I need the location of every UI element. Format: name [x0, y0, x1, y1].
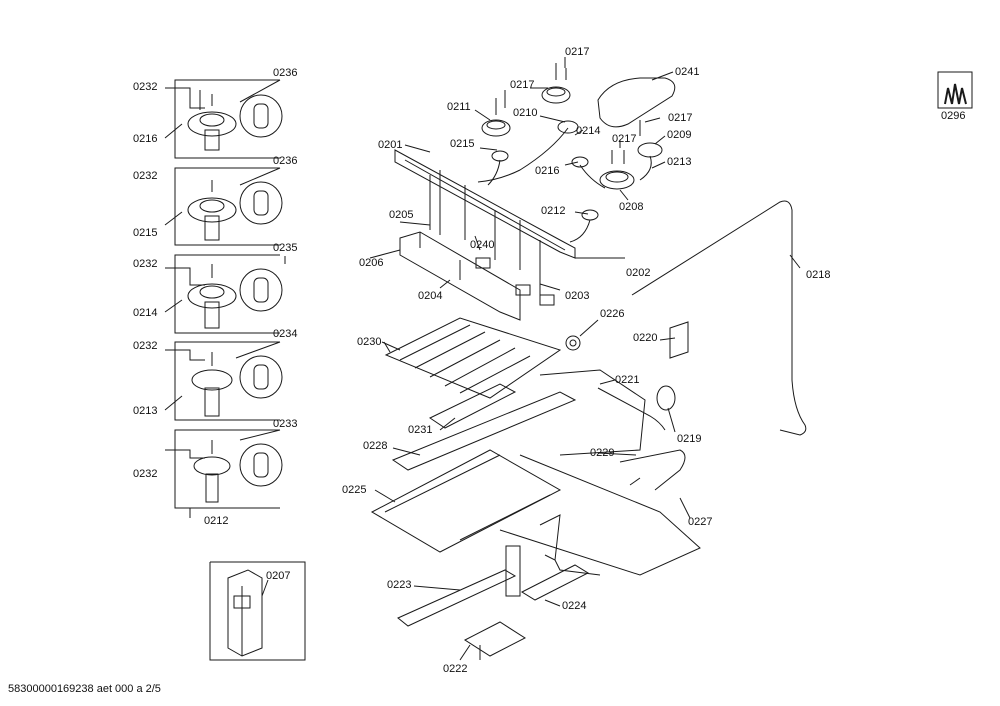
detail-box-0216 [174, 79, 283, 159]
leader-lines-left [164, 79, 286, 597]
part-label-0213: 0213 [133, 405, 158, 417]
burner-parts [481, 63, 663, 221]
part-label-0296: 0296 [941, 110, 966, 122]
part-label-0221: 0221 [615, 374, 640, 386]
part-label-0215: 0215 [133, 227, 158, 239]
part-label-0235: 0235 [273, 242, 298, 254]
part-label-0204: 0204 [418, 290, 443, 302]
part-label-0232: 0232 [133, 170, 158, 182]
part-label-0241: 0241 [675, 66, 700, 78]
part-label-0232: 0232 [133, 468, 158, 480]
lower-parts [370, 317, 701, 660]
part-label-0219: 0219 [677, 433, 702, 445]
part-label-0240: 0240 [470, 239, 495, 251]
part-label-0234: 0234 [273, 328, 298, 340]
part-label-0208: 0208 [619, 201, 644, 213]
part-label-0230: 0230 [357, 336, 382, 348]
detail-box-0212 [174, 429, 283, 509]
part-label-0229: 0229 [590, 447, 615, 459]
part-label-0211: 0211 [447, 101, 471, 113]
document-footer-code: 58300000169238 aet 000 a 2/5 [8, 683, 161, 695]
part-label-0223: 0223 [387, 579, 412, 591]
flame-symbol-icon [937, 71, 973, 109]
part-label-0228: 0228 [363, 440, 388, 452]
detail-box-0215 [174, 167, 283, 246]
part-label-0226: 0226 [600, 308, 625, 320]
part-label-0215: 0215 [450, 138, 475, 150]
part-label-0214: 0214 [133, 307, 158, 319]
part-label-0205: 0205 [389, 209, 414, 221]
part-label-0217: 0217 [612, 133, 637, 145]
valve-parts [429, 170, 555, 306]
gas-tubes-top [477, 127, 652, 243]
part-label-0231: 0231 [408, 424, 433, 436]
part-label-0232: 0232 [133, 81, 158, 93]
part-label-0202: 0202 [626, 267, 651, 279]
part-label-0220: 0220 [633, 332, 658, 344]
part-label-0216: 0216 [535, 165, 560, 177]
part-label-0216: 0216 [133, 133, 158, 145]
gas-pipe-0218 [631, 200, 807, 436]
part-label-0227: 0227 [688, 516, 713, 528]
part-label-0218: 0218 [806, 269, 831, 281]
detail-box-0214 [174, 254, 283, 334]
part-label-0236: 0236 [273, 155, 298, 167]
part-label-0212: 0212 [204, 515, 229, 527]
leader-lines-lower [374, 319, 691, 661]
part-label-0203: 0203 [565, 290, 590, 302]
part-label-0207: 0207 [266, 570, 291, 582]
part-label-0206: 0206 [359, 257, 384, 269]
part-label-0217: 0217 [510, 79, 535, 91]
part-label-0214: 0214 [576, 125, 601, 137]
part-label-0209: 0209 [667, 129, 692, 141]
part-label-0201: 0201 [378, 139, 403, 151]
part-label-0232: 0232 [133, 258, 158, 270]
part-label-0217: 0217 [668, 112, 693, 124]
part-label-0212: 0212 [541, 205, 566, 217]
detail-box-0213 [174, 341, 283, 421]
part-label-0236: 0236 [273, 67, 298, 79]
part-label-0222: 0222 [443, 663, 468, 675]
part-label-0217: 0217 [565, 46, 590, 58]
part-label-0213: 0213 [667, 156, 692, 168]
part-label-0210: 0210 [513, 107, 538, 119]
cover-part [597, 77, 676, 128]
part-label-0232: 0232 [133, 340, 158, 352]
leader-lines-center [369, 57, 801, 291]
part-label-0233: 0233 [273, 418, 298, 430]
part-label-0225: 0225 [342, 484, 367, 496]
detail-box-0207 [209, 561, 306, 661]
part-label-0224: 0224 [562, 600, 587, 612]
